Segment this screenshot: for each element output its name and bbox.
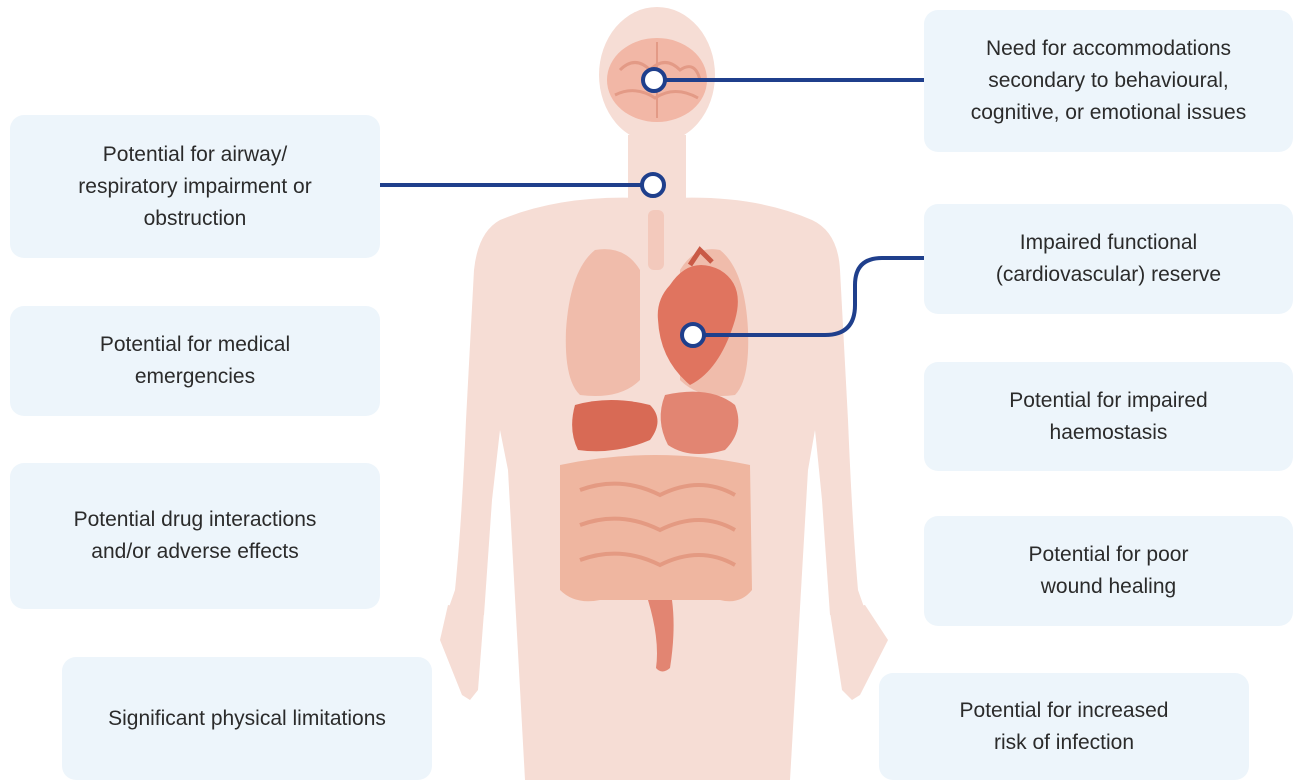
callout-medical-emergencies-text: Potential for medical emergencies [70, 329, 320, 393]
callout-haemostasis-text: Potential for impaired haemostasis [984, 385, 1233, 449]
callout-wound-healing: Potential for poor wound healing [924, 516, 1293, 626]
callout-infection: Potential for increased risk of infectio… [879, 673, 1249, 780]
callout-physical-limitations-text: Significant physical limitations [108, 703, 386, 735]
callout-airway-text: Potential for airway/ respiratory impair… [58, 139, 332, 235]
callout-drug-interactions-text: Potential drug interactions and/or adver… [50, 504, 340, 568]
stomach-icon [661, 392, 739, 454]
callout-cardiovascular-text: Impaired functional (cardiovascular) res… [974, 227, 1243, 291]
trachea-icon [648, 210, 664, 270]
callout-drug-interactions: Potential drug interactions and/or adver… [10, 463, 380, 609]
callout-physical-limitations: Significant physical limitations [62, 657, 432, 780]
callout-haemostasis: Potential for impaired haemostasis [924, 362, 1293, 471]
callout-wound-healing-text: Potential for poor wound healing [1004, 539, 1213, 603]
callout-airway: Potential for airway/ respiratory impair… [10, 115, 380, 258]
callout-infection-text: Potential for increased risk of infectio… [949, 695, 1179, 759]
callout-accommodations: Need for accommodations secondary to beh… [924, 10, 1293, 152]
callout-cardiovascular: Impaired functional (cardiovascular) res… [924, 204, 1293, 314]
callout-medical-emergencies: Potential for medical emergencies [10, 306, 380, 416]
brain-icon [607, 38, 707, 122]
callout-accommodations-text: Need for accommodations secondary to beh… [946, 33, 1271, 129]
